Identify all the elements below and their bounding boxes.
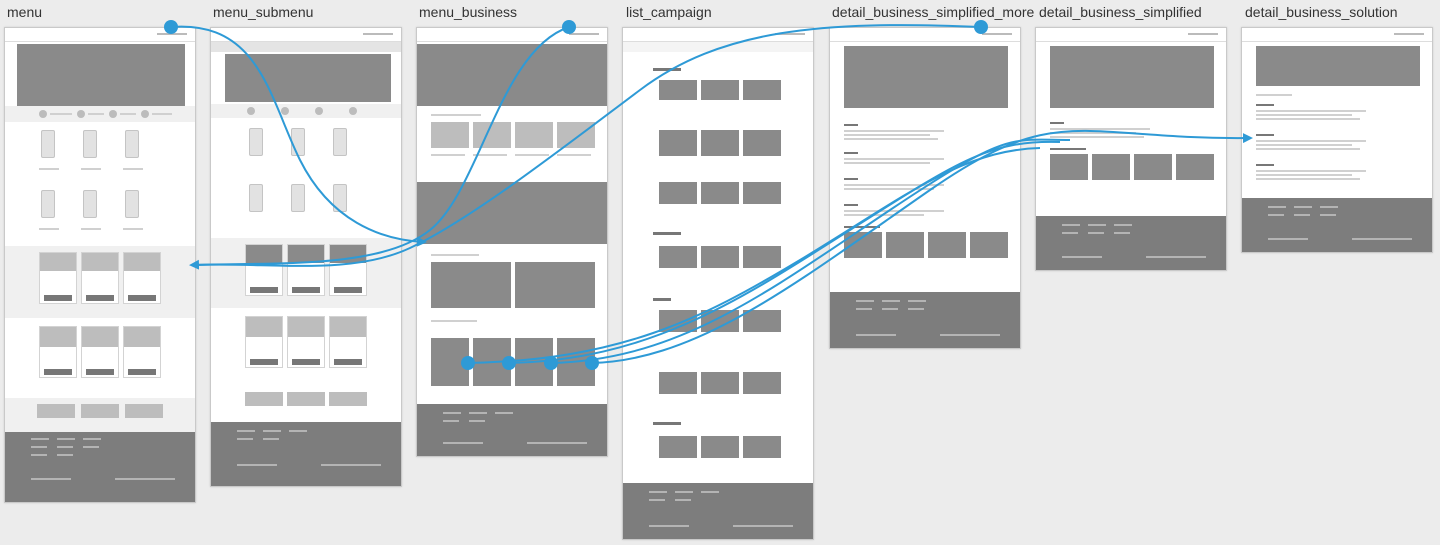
artboard-label-menu-business: menu_business xyxy=(419,4,518,20)
hero-placeholder xyxy=(17,44,185,106)
artboard-menu[interactable] xyxy=(4,27,196,503)
artboard-menu-business[interactable] xyxy=(416,27,608,457)
artboard-label-detail-business-solution: detail_business_solution xyxy=(1245,4,1398,20)
artboard-menu-submenu[interactable] xyxy=(210,27,402,487)
hero-placeholder xyxy=(225,54,391,102)
footer xyxy=(5,432,195,502)
artboard-list-campaign[interactable] xyxy=(622,27,814,540)
artboard-label-list-campaign: list_campaign xyxy=(626,4,712,20)
artboard-detail-business-simplified-more[interactable] xyxy=(829,27,1021,349)
artboard-label-detail-business-simplified: detail_business_simplified xyxy=(1039,4,1202,20)
artboard-detail-business-simplified[interactable] xyxy=(1035,27,1227,271)
artboard-label-menu: menu xyxy=(7,4,43,20)
artboard-label-menu-submenu: menu_submenu xyxy=(213,4,314,20)
artboard-label-detail-business-simplified-more: detail_business_simplified_more xyxy=(832,4,1035,20)
wireframe-nav xyxy=(5,28,195,42)
artboard-detail-business-solution[interactable] xyxy=(1241,27,1433,253)
banner-section xyxy=(5,246,195,318)
category-pills xyxy=(5,106,195,122)
